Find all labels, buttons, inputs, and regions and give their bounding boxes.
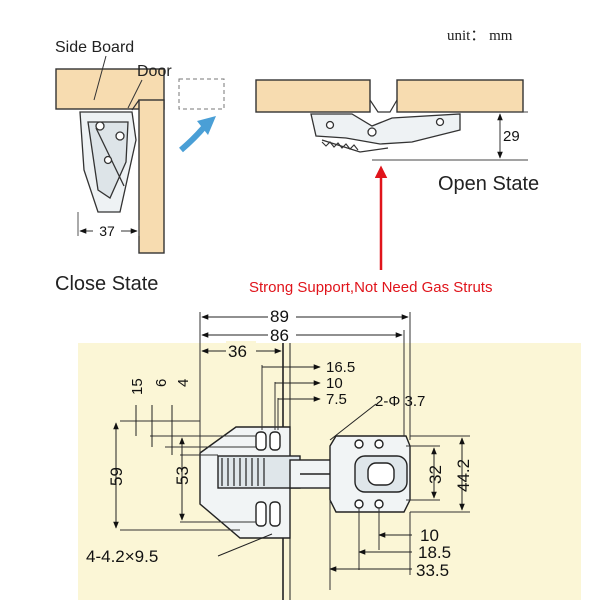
d16-5-dim: 16.5 [326,359,355,376]
d10-top-dim: 10 [326,375,343,392]
overall-86-dim: 86 [270,326,289,345]
dimension-drawing: 2-Φ 3.7 4-4.2×9.5 89 86 36 16.5 10 7.5 [78,306,581,600]
d33-5-dim: 33.5 [416,561,449,580]
d10-bottom-dim: 10 [420,526,439,545]
slot-spec-dim: 4-4.2×9.5 [86,547,158,566]
unit-label: unit： mm [447,28,513,44]
open-height-dim: 29 [503,128,520,145]
d36-dim: 36 [228,342,247,361]
door-panel [138,99,165,254]
side-board-label: Side Board [55,39,134,56]
hinge-closed [79,111,137,213]
d7-5-dim: 7.5 [326,391,347,408]
callout-text: Strong Support,Not Need Gas Struts [249,279,492,296]
hinge-open [310,113,461,153]
d44-2-dim: 44.2 [454,459,473,492]
open-state-view: unit： mm 29 Open State Strong Support,No… [249,28,539,296]
open-state-label: Open State [438,173,539,195]
d53-dim: 53 [173,466,192,485]
hole-spec-dim: 2-Φ 3.7 [375,393,425,410]
d32-dim: 32 [426,465,445,484]
d4-dim: 4 [175,379,192,387]
d6-dim: 6 [153,379,170,387]
close-state-view: 37 Side Board Door Close State [55,39,225,295]
side-board-right [396,79,524,113]
door-label: Door [137,63,172,80]
hinge-base-plate [199,426,301,539]
overall-89-dim: 89 [270,307,289,326]
close-state-label: Close State [55,273,158,295]
door-open-ghost [178,78,225,110]
d59-dim: 59 [107,467,126,486]
open-motion-arrow [179,124,208,153]
d15-dim: 15 [129,378,146,395]
side-board-left [255,79,371,113]
side-board-panel [55,68,165,110]
hinge-cup-plate [329,435,411,513]
d18-5-dim: 18.5 [418,543,451,562]
close-width-dim: 37 [99,223,115,239]
